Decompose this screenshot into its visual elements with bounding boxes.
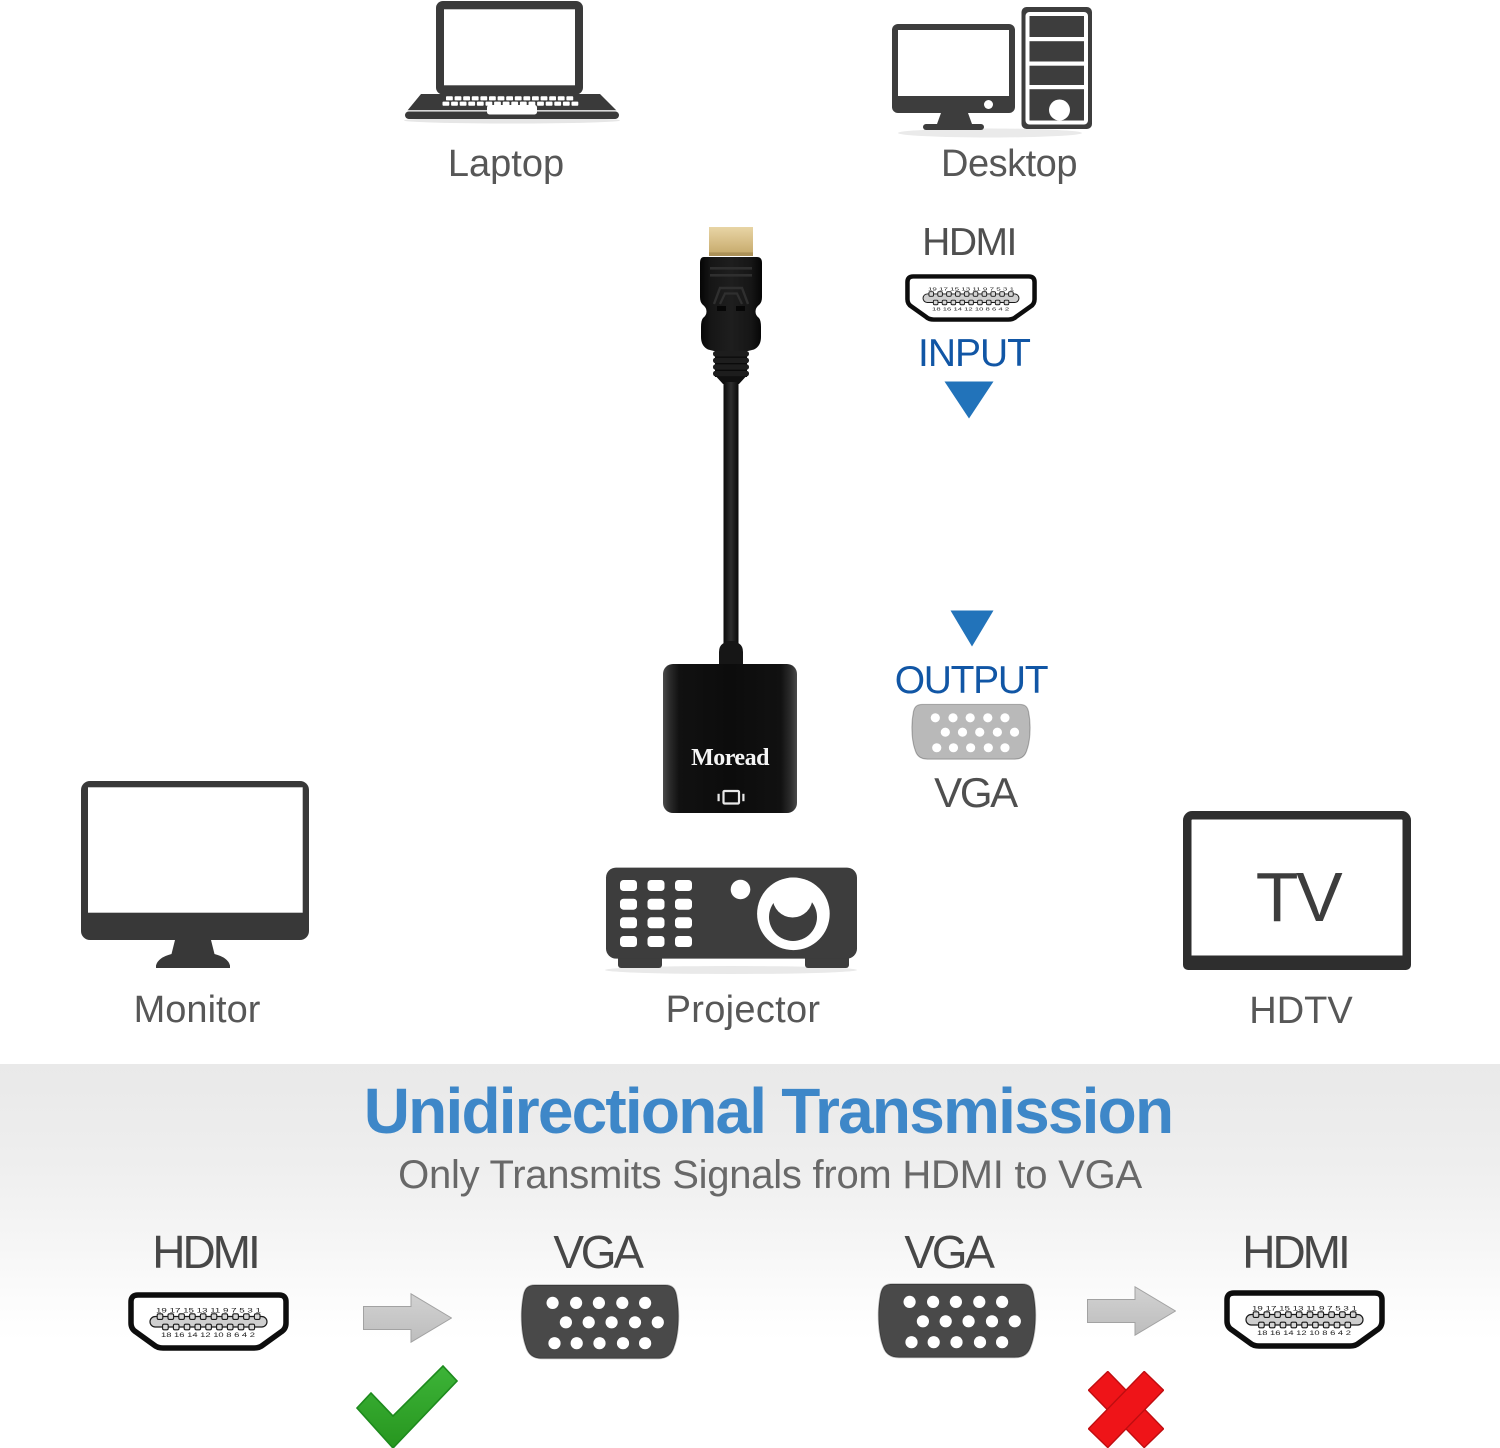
monitor-screen (88, 787, 303, 913)
desktop-monitor-screen (898, 30, 1009, 96)
vga-from-label: VGA (904, 1226, 995, 1278)
monitor-icon (81, 781, 309, 968)
desktop-icon (892, 7, 1092, 138)
vga-connector-icon-allowed (519, 1283, 681, 1361)
check-icon (356, 1365, 458, 1448)
hdmi-from-label: HDMI (152, 1226, 261, 1278)
vga-connector-icon-blocked (876, 1282, 1038, 1360)
cross-icon (1088, 1371, 1164, 1448)
hdmi-input-label: HDMI (922, 221, 1017, 264)
monitor-stand (156, 940, 230, 968)
tv-screen-text: TV (1255, 858, 1343, 936)
monitor-label: Monitor (133, 989, 261, 1031)
adapter-display-glyph-icon (717, 789, 745, 805)
laptop-icon (404, 1, 620, 124)
banner-title: Unidirectional Transmission (363, 1075, 1174, 1147)
vga-connector-icon-output (910, 703, 1032, 761)
hdmi-connector-icon-blocked (1224, 1290, 1385, 1349)
output-label: OUTPUT (894, 659, 1049, 702)
projector-icon (605, 867, 857, 974)
adapter-brand: Moread (691, 745, 770, 771)
vga-output-label: VGA (934, 769, 1018, 816)
laptop-trackpad (487, 105, 537, 115)
input-arrow-down-icon (944, 381, 994, 419)
hdmi-connector-icon-input (905, 274, 1037, 322)
projector-vents (620, 880, 692, 947)
laptop-label: Laptop (447, 143, 565, 185)
hdmi-to-label: HDMI (1242, 1226, 1351, 1278)
desktop-tower-power-button (1049, 99, 1070, 121)
projector-label: Projector (665, 989, 821, 1031)
output-arrow-down-icon (950, 610, 994, 647)
banner-background (0, 1064, 1500, 1448)
arrow-right-icon-blocked (1087, 1286, 1176, 1336)
adapter-cable (723, 382, 739, 645)
adapter-product-photo: Moread (663, 227, 797, 813)
adapter-body (663, 664, 797, 813)
laptop-screen (444, 9, 575, 86)
input-label: INPUT (918, 332, 1031, 375)
adapter-hdmi-gold-connector (709, 227, 753, 256)
arrow-right-icon-allowed (363, 1293, 452, 1343)
hdmi-connector-icon-allowed (128, 1292, 289, 1351)
laptop-keyboard (442, 96, 579, 106)
hdtv-icon (1183, 811, 1411, 970)
banner-subtitle: Only Transmits Signals from HDMI to VGA (398, 1153, 1142, 1197)
desktop-label: Desktop (941, 143, 1077, 185)
vga-to-label: VGA (553, 1226, 644, 1278)
hdtv-label: HDTV (1249, 990, 1353, 1032)
